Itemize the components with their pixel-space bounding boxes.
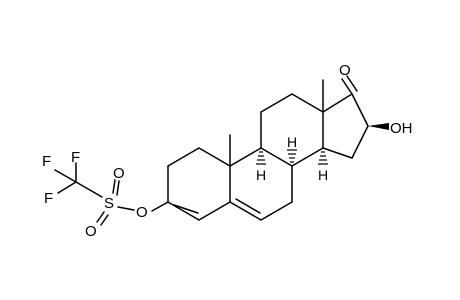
bond-s-o-bottom-a (96, 211, 105, 223)
bond-c5-c6-double (235, 198, 261, 214)
bond-o-c3 (151, 201, 169, 212)
atom-s: S (104, 195, 114, 212)
atom-f-top: F (71, 149, 80, 166)
bond-s-o-top-a (112, 179, 116, 194)
atom-oh: OH (390, 120, 413, 137)
atom-h-c8: H (287, 134, 297, 150)
bond-s-o-bottom-b (100, 214, 109, 226)
bond-c12-c13 (291, 93, 324, 113)
bond-cf3-f-low (57, 181, 77, 194)
wedge-c16-oh (368, 123, 389, 130)
atom-o-ester: O (136, 204, 148, 221)
hash-c8-h (287, 149, 297, 163)
bond-c15-c14 (322, 147, 353, 159)
bond-c14-c8 (291, 147, 324, 167)
bond-s-o-top-b (116, 180, 120, 196)
bond-cf3-f-left (54, 169, 77, 183)
bond-c2-c1 (167, 147, 200, 167)
bond-c10-c9 (229, 147, 262, 167)
bond-cf3-s (75, 181, 103, 198)
hash-c14-h (318, 151, 328, 165)
atom-h-c14: H (318, 167, 328, 183)
bond-c16-c15 (351, 125, 369, 159)
bond-c17-o-b (346, 75, 358, 92)
bond-c17-c16 (351, 93, 369, 127)
bond-c1-c10 (198, 147, 231, 167)
atom-h-c9: H (256, 167, 266, 183)
atom-f-left-low: F (44, 190, 53, 207)
atom-o-sulfonyl-top: O (113, 165, 125, 182)
bond-c13-c17 (322, 93, 353, 113)
bond-c11-c12 (260, 93, 293, 113)
hash-c9-h (256, 151, 266, 165)
atom-o-sulfonyl-bottom: O (85, 223, 97, 240)
bond-c4-c3 (167, 201, 200, 221)
bond-c17-o-a (341, 78, 353, 95)
bond-c5-c4 (198, 201, 231, 221)
atom-o-ketone: O (339, 62, 351, 79)
bond-s-o-ester (117, 206, 135, 211)
bond-c6-c5 (229, 201, 262, 221)
bond-c3-c4-double (173, 204, 199, 214)
atom-f-left-mid: F (42, 153, 51, 170)
bond-c7-c6 (260, 201, 293, 221)
bond-c9-c8 (260, 147, 293, 167)
